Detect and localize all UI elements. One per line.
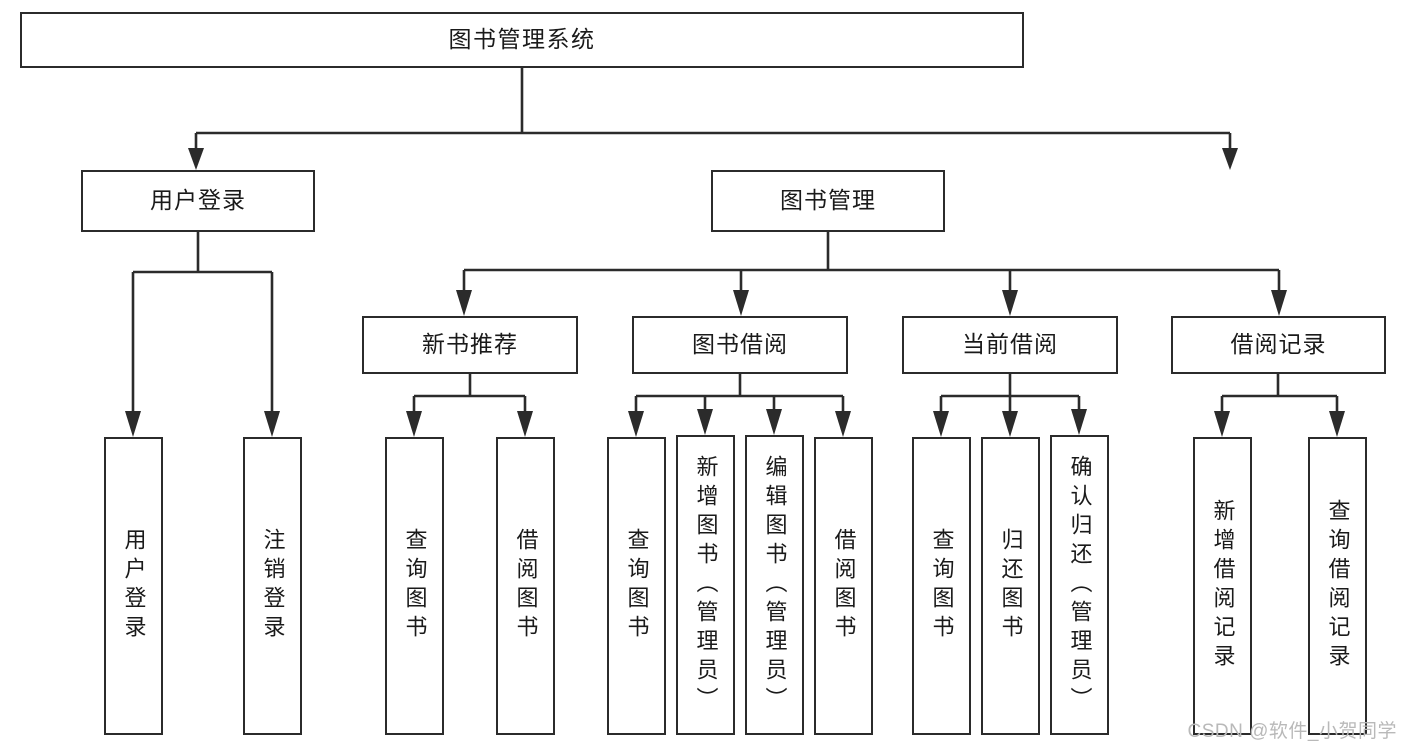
node-label: 编辑图书（管理员） <box>762 454 788 716</box>
node-current-borrow[interactable]: 当前借阅 <box>902 316 1118 374</box>
node-leaf-query-book-1[interactable]: 查询图书 <box>385 437 444 735</box>
node-label: 新增图书（管理员） <box>693 454 719 716</box>
node-label: 图书借阅 <box>692 331 788 358</box>
node-leaf-query-book-3[interactable]: 查询图书 <box>912 437 971 735</box>
node-leaf-query-record[interactable]: 查询借阅记录 <box>1308 437 1367 735</box>
csdn-watermark: CSDN @软件_小贺同学 <box>1187 721 1397 742</box>
node-leaf-add-book[interactable]: 新增图书（管理员） <box>676 435 735 735</box>
node-book-manage[interactable]: 图书管理 <box>711 170 945 232</box>
node-borrow-record[interactable]: 借阅记录 <box>1171 316 1386 374</box>
node-label: 借阅图书 <box>831 528 857 644</box>
node-leaf-user-login[interactable]: 用户登录 <box>104 437 163 735</box>
node-leaf-add-record[interactable]: 新增借阅记录 <box>1193 437 1252 735</box>
node-label: 借阅记录 <box>1230 331 1327 358</box>
node-label: 用户登录 <box>150 187 246 214</box>
node-leaf-edit-book[interactable]: 编辑图书（管理员） <box>745 435 804 735</box>
node-leaf-borrow-book-1[interactable]: 借阅图书 <box>496 437 555 735</box>
node-leaf-confirm-return[interactable]: 确认归还（管理员） <box>1050 435 1109 735</box>
node-label: 当前借阅 <box>962 331 1058 358</box>
node-label: 新增借阅记录 <box>1210 499 1236 673</box>
node-label: 确认归还（管理员） <box>1067 454 1093 716</box>
node-label: 新书推荐 <box>422 331 518 358</box>
node-leaf-borrow-book-2[interactable]: 借阅图书 <box>814 437 873 735</box>
node-leaf-logout[interactable]: 注销登录 <box>243 437 302 735</box>
node-leaf-return-book[interactable]: 归还图书 <box>981 437 1040 735</box>
node-label: 查询图书 <box>402 528 428 644</box>
node-label: 查询图书 <box>624 528 650 644</box>
node-user-login[interactable]: 用户登录 <box>81 170 315 232</box>
node-book-borrow[interactable]: 图书借阅 <box>632 316 848 374</box>
node-label: 图书管理 <box>780 187 876 214</box>
node-label: 图书管理系统 <box>448 26 596 53</box>
node-label: 用户登录 <box>121 528 147 644</box>
node-new-book-rec[interactable]: 新书推荐 <box>362 316 578 374</box>
node-label: 查询借阅记录 <box>1325 499 1351 673</box>
node-label: 查询图书 <box>929 528 955 644</box>
node-leaf-query-book-2[interactable]: 查询图书 <box>607 437 666 735</box>
node-label: 注销登录 <box>260 528 286 644</box>
node-label: 归还图书 <box>998 528 1024 644</box>
node-label: 借阅图书 <box>513 528 539 644</box>
node-root-library-system[interactable]: 图书管理系统 <box>20 12 1024 68</box>
